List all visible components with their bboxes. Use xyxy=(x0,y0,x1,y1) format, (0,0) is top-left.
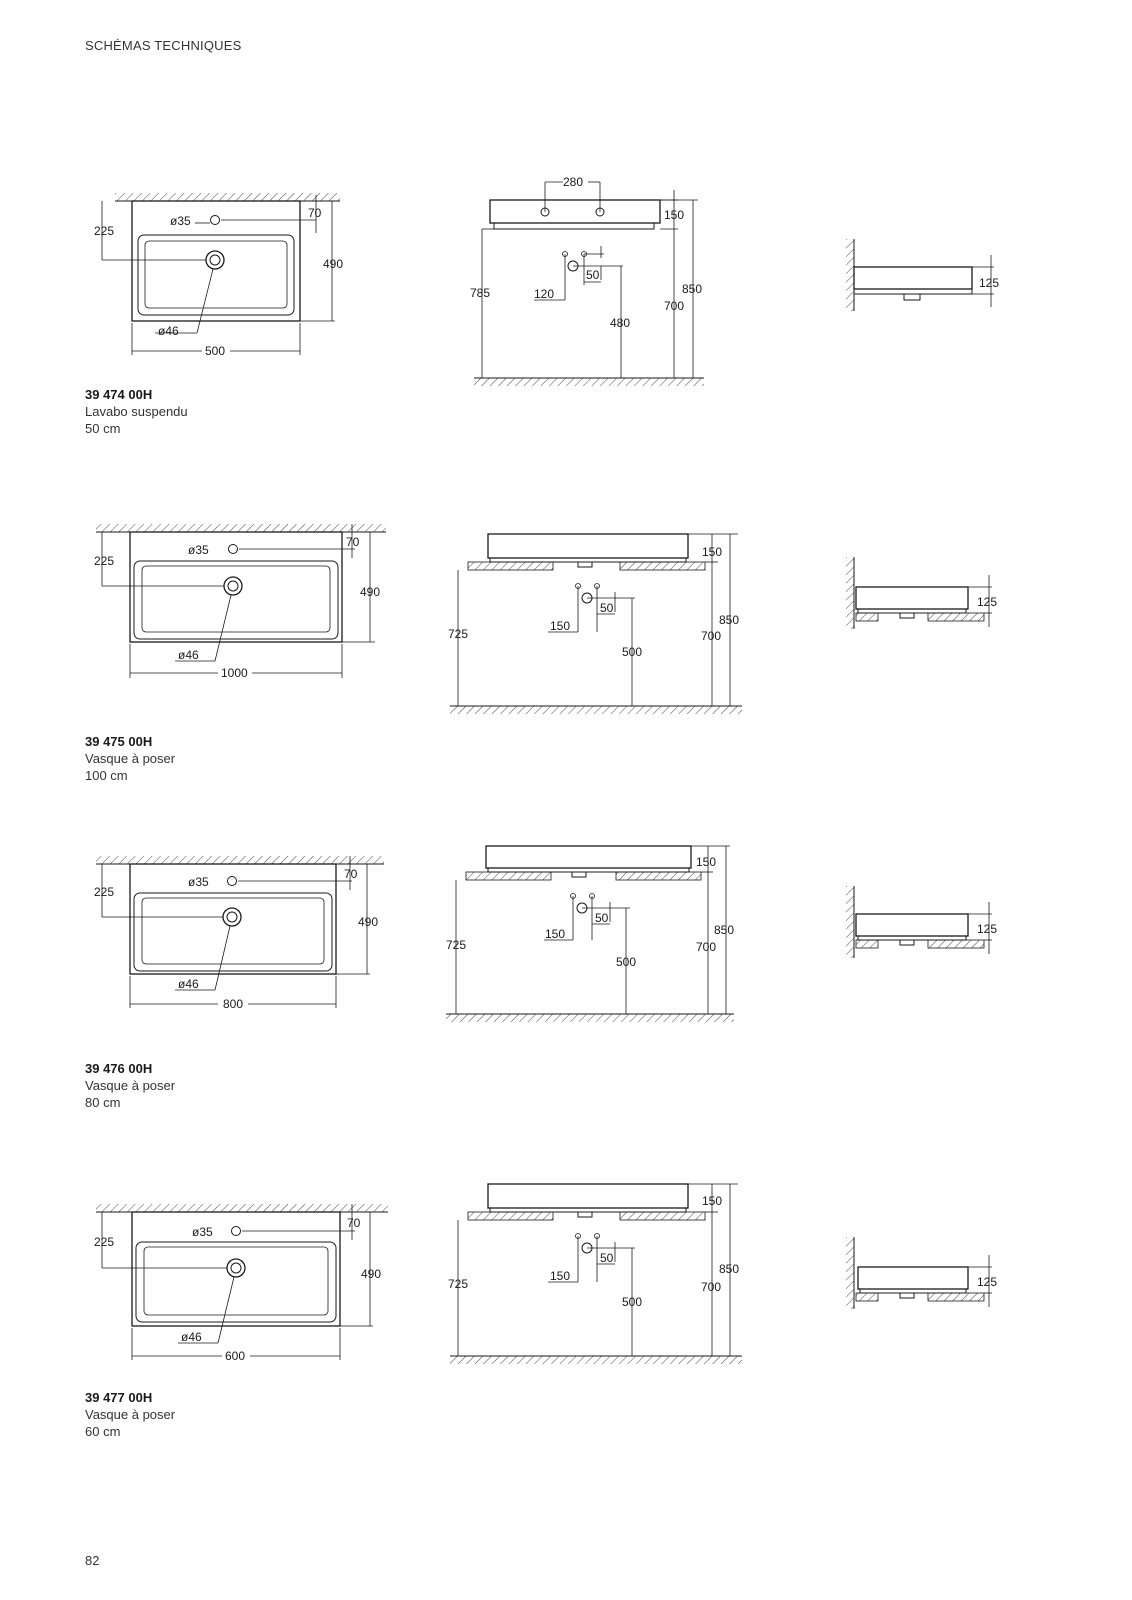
dim-tap-offset: 70 xyxy=(344,867,358,881)
dim-width: 600 xyxy=(225,1349,245,1363)
dim-supply-spacing: 150 xyxy=(545,927,565,941)
product-size: 100 cm xyxy=(85,768,128,783)
dim-counter-height: 725 xyxy=(446,938,466,952)
plan-view-drawing: 225 ø35 70 490 ø46 800 xyxy=(94,856,384,1011)
dim-supply-offset: 50 xyxy=(595,911,609,925)
dim-top-height: 850 xyxy=(719,1262,739,1276)
side-view-drawing: 125 xyxy=(846,886,997,958)
dim-top-height: 850 xyxy=(719,613,739,627)
dim-tap-offset: 70 xyxy=(347,1216,361,1230)
dim-supply-spacing: 150 xyxy=(550,1269,570,1283)
dim-width: 1000 xyxy=(221,666,248,680)
dim-supply-height: 700 xyxy=(701,1280,721,1294)
dim-supply-offset: 50 xyxy=(586,268,600,282)
dim-depth: 490 xyxy=(323,257,343,271)
product-ref: 39 474 00H xyxy=(85,387,153,402)
product-ref: 39 477 00H xyxy=(85,1390,153,1405)
dim-drain-dia: ø46 xyxy=(178,648,199,662)
dim-top-height: 850 xyxy=(682,282,702,296)
plan-view-drawing: 225 ø35 70 490 ø46 600 xyxy=(94,1204,388,1363)
dim-counter-height: 725 xyxy=(448,1277,468,1291)
dim-supply-spacing: 150 xyxy=(550,619,570,633)
page-header: SCHÉMAS TECHNIQUES xyxy=(85,38,242,53)
dim-tap-dia: ø35 xyxy=(188,875,209,889)
dim-drain-dia: ø46 xyxy=(158,324,179,338)
dim-waste-height: 500 xyxy=(622,645,642,659)
dim-supply-offset: 50 xyxy=(600,601,614,615)
dim-bowl-height: 150 xyxy=(702,545,722,559)
dim-drain-dia: ø46 xyxy=(178,977,199,991)
dim-width: 500 xyxy=(205,344,225,358)
side-view-drawing: 125 xyxy=(846,239,999,311)
dim-bottom-height: 785 xyxy=(470,286,490,300)
product-size: 50 cm xyxy=(85,421,121,436)
product-caption: 39 476 00H Vasque à poser 80 cm xyxy=(85,1060,175,1111)
dim-depth: 490 xyxy=(361,1267,381,1281)
dim-depth: 490 xyxy=(358,915,378,929)
product-ref: 39 476 00H xyxy=(85,1061,153,1076)
product-caption: 39 475 00H Vasque à poser 100 cm xyxy=(85,733,175,784)
front-view-drawing: 150 50 150 500 725 700 850 xyxy=(448,533,742,714)
dim-drain-offset: 225 xyxy=(94,554,114,568)
dim-bowl-height: 150 xyxy=(664,208,684,222)
front-view-drawing: 280 150 50 120 480 785 700 850 xyxy=(470,175,704,386)
dim-side-height: 125 xyxy=(979,276,999,290)
dim-tap-dia: ø35 xyxy=(188,543,209,557)
product-type: Vasque à poser xyxy=(85,751,176,766)
product-type: Lavabo suspendu xyxy=(85,404,188,419)
product-type: Vasque à poser xyxy=(85,1078,176,1093)
dim-side-height: 125 xyxy=(977,595,997,609)
dim-waste-height: 500 xyxy=(622,1295,642,1309)
dim-supply-offset: 50 xyxy=(600,1251,614,1265)
page-number: 82 xyxy=(85,1553,100,1568)
dim-depth: 490 xyxy=(360,585,380,599)
side-view-drawing: 125 xyxy=(846,557,997,629)
dim-top-height: 850 xyxy=(714,923,734,937)
dim-side-height: 125 xyxy=(977,1275,997,1289)
dim-tap-dia: ø35 xyxy=(192,1225,213,1239)
dim-drain-dia: ø46 xyxy=(181,1330,202,1344)
dim-drain-offset: 225 xyxy=(94,224,114,238)
product-ref: 39 475 00H xyxy=(85,734,153,749)
product-caption: 39 474 00H Lavabo suspendu 50 cm xyxy=(85,386,188,437)
dim-drain-offset: 225 xyxy=(94,885,114,899)
product-type: Vasque à poser xyxy=(85,1407,176,1422)
dim-waste-height: 500 xyxy=(616,955,636,969)
plan-view-drawing: 225 ø35 70 490 ø46 1000 xyxy=(94,524,386,680)
dim-width: 800 xyxy=(223,997,243,1011)
dim-supply-height: 700 xyxy=(696,940,716,954)
dim-tap-offset: 70 xyxy=(308,206,322,220)
plan-view-drawing: 225 ø35 70 490 ø46 500 xyxy=(94,193,343,358)
dim-supply-height: 700 xyxy=(701,629,721,643)
front-view-drawing: 150 50 150 500 725 700 850 xyxy=(448,1183,742,1364)
dim-bowl-height: 150 xyxy=(696,855,716,869)
product-size: 80 cm xyxy=(85,1095,121,1110)
dim-side-height: 125 xyxy=(977,922,997,936)
dim-supply-spacing: 120 xyxy=(534,287,554,301)
front-view-drawing: 150 50 150 500 725 700 850 xyxy=(446,845,734,1022)
dim-drain-offset: 225 xyxy=(94,1235,114,1249)
dim-bowl-height: 150 xyxy=(702,1194,722,1208)
side-view-drawing: 125 xyxy=(846,1237,997,1309)
dim-tap-spacing: 280 xyxy=(563,175,583,189)
dim-supply-height: 700 xyxy=(664,299,684,313)
dim-counter-height: 725 xyxy=(448,627,468,641)
product-caption: 39 477 00H Vasque à poser 60 cm xyxy=(85,1389,175,1440)
dim-waste-height: 480 xyxy=(610,316,630,330)
dim-tap-offset: 70 xyxy=(346,535,360,549)
dim-tap-dia: ø35 xyxy=(170,214,191,228)
product-size: 60 cm xyxy=(85,1424,121,1439)
